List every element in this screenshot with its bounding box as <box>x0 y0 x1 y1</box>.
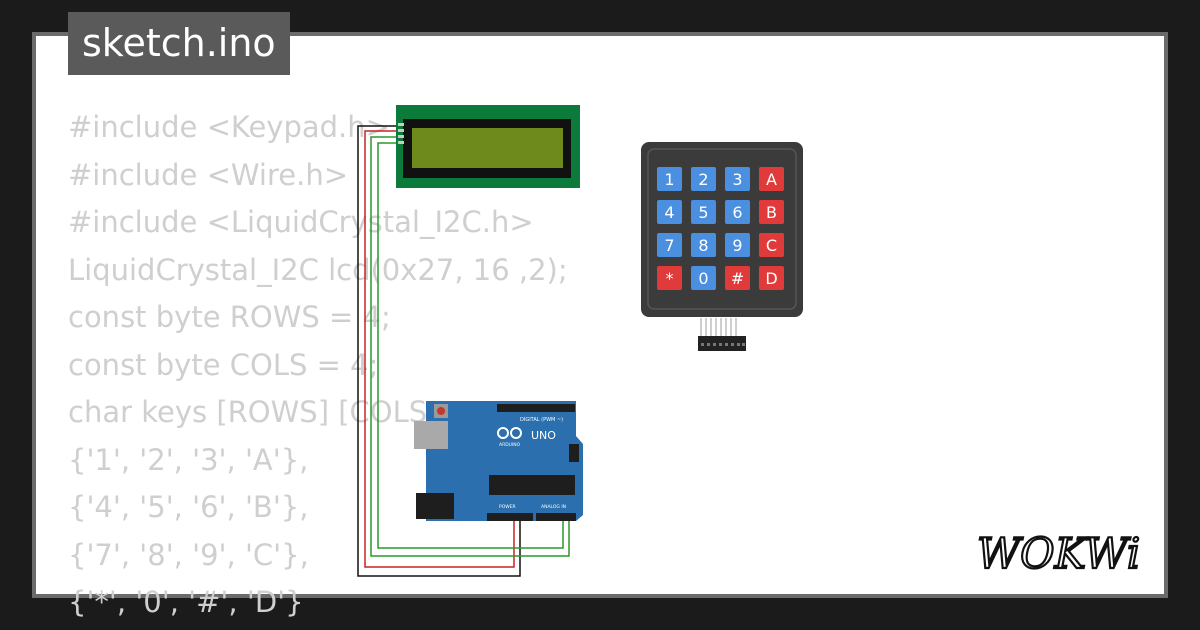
lcd-screen <box>412 128 563 168</box>
keypad-key-face <box>725 167 750 191</box>
keypad-key-label: 5 <box>698 203 708 222</box>
keypad-key-face <box>759 266 784 290</box>
arduino-uno[interactable]: DIGITAL (PWM ~) POWER ANALOG IN UNO ARDU… <box>414 401 583 521</box>
keypad-key-B[interactable]: B <box>759 200 784 224</box>
keypad-key-label: 7 <box>664 236 674 255</box>
keypad-key-1[interactable]: 1 <box>657 167 682 191</box>
arduino-logo-icon <box>497 427 522 439</box>
power-header-label: POWER <box>499 504 516 510</box>
code-line: #include <Wire.h> <box>68 157 349 192</box>
keypad-key-label: B <box>766 203 777 222</box>
keypad-key-#[interactable]: # <box>725 266 750 290</box>
keypad-key-label: * <box>666 269 674 288</box>
analog-header-label: ANALOG IN <box>541 504 566 510</box>
keypad-connector-pins <box>701 343 745 346</box>
wire-red <box>364 130 515 568</box>
keypad-key-label: 1 <box>664 170 674 189</box>
power-jack <box>416 493 454 519</box>
keypad-ribbon <box>700 318 737 336</box>
keypad[interactable]: 1 2 3 A 4 5 6 B 7 8 9 C * 0 # D <box>641 142 803 351</box>
keypad-key-face <box>657 167 682 191</box>
code-line: {'*', '0', '#', 'D'} <box>68 585 304 619</box>
keypad-key-face <box>725 200 750 224</box>
wokwi-logo: WOKWi <box>976 528 1142 579</box>
wires <box>357 125 570 577</box>
keypad-key-0[interactable]: 0 <box>691 266 716 290</box>
arduino-brand: ARDUINO <box>499 442 521 448</box>
keypad-key-*[interactable]: * <box>657 266 682 290</box>
code-line: const byte ROWS = 4; <box>68 300 391 334</box>
wire-green-sda <box>370 136 570 557</box>
keypad-key-label: 2 <box>698 170 708 189</box>
keypad-key-face <box>759 167 784 191</box>
keypad-key-face <box>759 233 784 257</box>
keypad-key-label: # <box>731 269 744 288</box>
keypad-key-face <box>691 167 716 191</box>
keypad-key-8[interactable]: 8 <box>691 233 716 257</box>
circuit-diagram: 1 2 3 A 4 5 6 B 7 8 9 C * 0 # D <box>357 105 803 577</box>
code-line: char keys [ROWS] [COLS <box>68 395 428 429</box>
keypad-face <box>647 148 797 310</box>
keypad-key-C[interactable]: C <box>759 233 784 257</box>
atmega-chip <box>489 475 575 495</box>
keypad-key-7[interactable]: 7 <box>657 233 682 257</box>
keypad-key-label: 3 <box>732 170 742 189</box>
keypad-key-label: 8 <box>698 236 708 255</box>
keypad-key-A[interactable]: A <box>759 167 784 191</box>
wire-green-scl <box>377 142 564 549</box>
keypad-key-3[interactable]: 3 <box>725 167 750 191</box>
keypad-key-face <box>759 200 784 224</box>
keypad-key-label: 9 <box>732 236 742 255</box>
keypad-key-6[interactable]: 6 <box>725 200 750 224</box>
keypad-key-face <box>691 233 716 257</box>
lcd-pins <box>398 123 404 144</box>
usb-port <box>414 421 448 449</box>
file-name-tab: sketch.ino <box>68 12 290 75</box>
keypad-key-face <box>725 266 750 290</box>
power-header <box>487 513 533 521</box>
keypad-key-face <box>691 200 716 224</box>
code-background: #include <Keypad.h> #include <Wire.h> #inc… <box>68 104 568 627</box>
keypad-key-9[interactable]: 9 <box>725 233 750 257</box>
keypad-key-label: 4 <box>664 203 674 222</box>
keypad-key-D[interactable]: D <box>759 266 784 290</box>
code-line: {'1', '2', '3', 'A'}, <box>68 442 309 477</box>
analog-header <box>536 513 576 521</box>
keypad-key-label: 6 <box>732 203 742 222</box>
code-line: #include <LiquidCrystal_I2C.h> <box>68 205 534 239</box>
code-line: #include <Keypad.h> <box>68 110 390 144</box>
digital-header-label: DIGITAL (PWM ~) <box>520 417 563 423</box>
keypad-key-face <box>691 266 716 290</box>
code-line: LiquidCrystal_I2C lcd(0x27, 16 ,2); <box>68 252 568 287</box>
keypad-key-4[interactable]: 4 <box>657 200 682 224</box>
wire-black <box>357 125 521 577</box>
keypad-key-face <box>657 233 682 257</box>
keypad-key-face <box>725 233 750 257</box>
keypad-key-label: A <box>766 170 777 189</box>
code-line: {'4', '5', '6', 'B'}, <box>68 490 309 524</box>
keypad-key-face <box>657 266 682 290</box>
keypad-key-2[interactable]: 2 <box>691 167 716 191</box>
icsp-header <box>569 444 579 462</box>
keypad-key-label: 0 <box>698 269 708 288</box>
digital-header <box>497 404 575 412</box>
keypad-key-5[interactable]: 5 <box>691 200 716 224</box>
keypad-key-face <box>657 200 682 224</box>
code-line: {'7', '8', '9', 'C'}, <box>68 537 309 572</box>
lcd-display[interactable] <box>396 105 580 188</box>
reset-button-cap <box>437 407 445 415</box>
keypad-key-label: D <box>765 269 777 288</box>
wokwi-logo-text: WOKWi <box>977 529 1140 578</box>
preview-card: #include <Keypad.h> #include <Wire.h> #inc… <box>36 36 1164 619</box>
arduino-model: UNO <box>531 429 556 442</box>
keypad-key-label: C <box>766 236 777 255</box>
